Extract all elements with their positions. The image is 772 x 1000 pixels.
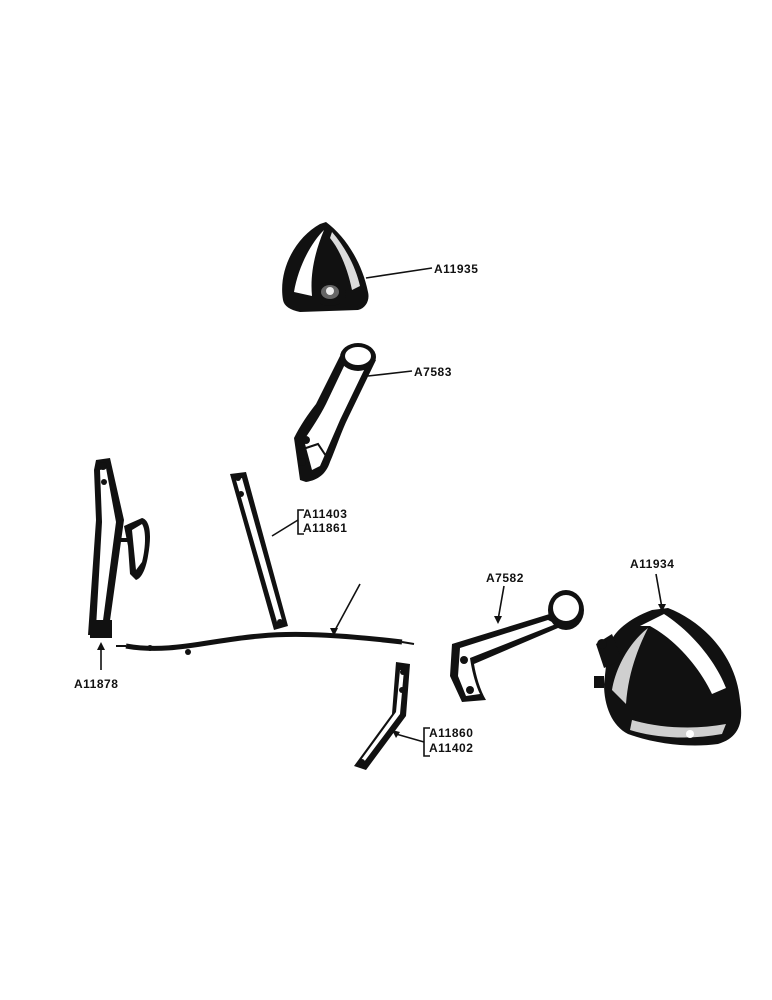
headlamp-lower (594, 608, 742, 746)
headlamp-upper (282, 222, 369, 312)
bracket-brace-long (297, 509, 304, 535)
bracket-upper (294, 343, 376, 482)
leader-headlamp-lower (655, 573, 663, 609)
leader-bracket-upper (367, 370, 413, 377)
support-rod (88, 458, 150, 638)
label-brace-short-b: A11402 (429, 741, 473, 755)
leader-cable (333, 583, 361, 633)
label-headlamp-upper: A11935 (434, 262, 478, 276)
brace-short (354, 662, 410, 770)
label-brace-long-a: A11403 (303, 507, 347, 521)
label-support-rod: A11878 (74, 677, 118, 691)
label-bracket-lower: A7582 (486, 571, 524, 585)
brace-long (230, 472, 288, 630)
cable (116, 631, 415, 655)
leader-brace-long (271, 519, 299, 537)
label-headlamp-lower: A11934 (630, 557, 674, 571)
label-brace-long-b: A11861 (303, 521, 347, 535)
leader-brace-short (395, 733, 425, 743)
leader-bracket-lower (497, 585, 505, 621)
label-brace-short-a: A11860 (429, 726, 473, 740)
bracket-lower (450, 590, 584, 702)
label-bracket-upper: A7583 (414, 365, 452, 379)
leader-headlamp-upper (365, 267, 433, 279)
